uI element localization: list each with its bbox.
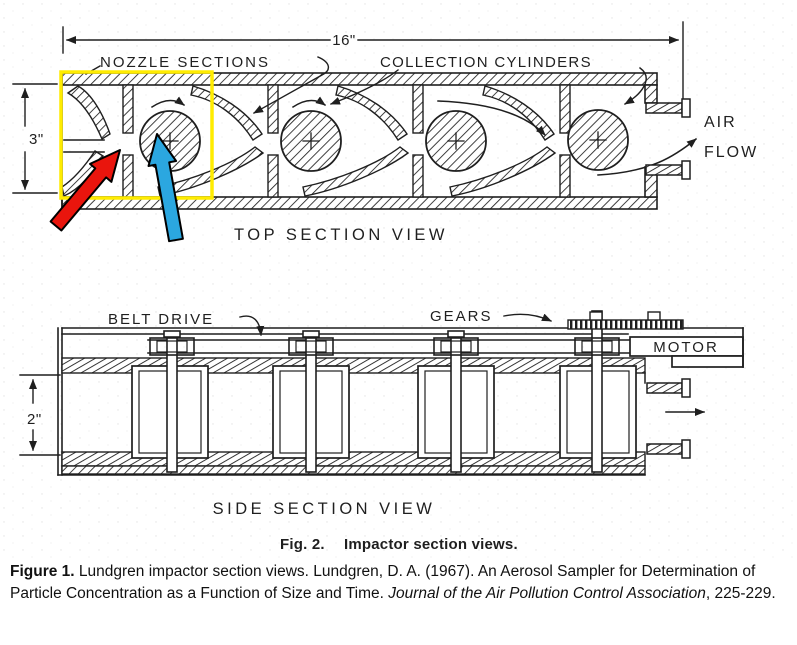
figure-caption-journal: Journal of the Air Pollution Control Ass… [388, 585, 706, 602]
belt-drive-label: BELT DRIVE [108, 311, 214, 328]
yellow-highlight-box [59, 70, 214, 200]
gears-label: GEARS [430, 308, 493, 325]
figure-caption-label: Figure 1. [10, 563, 75, 580]
top-view-duct [61, 72, 658, 210]
motor-label: MOTOR [653, 339, 719, 356]
collection-cylinders-label: COLLECTION CYLINDERS [380, 54, 592, 71]
side-section-view: 2" [19, 308, 744, 518]
figure-caption-text: Lundgren impactor section views. Lundgre… [10, 563, 756, 602]
drive-shafts [163, 310, 603, 473]
top-view-dividers [122, 84, 571, 198]
annotation-overlays [49, 70, 214, 243]
dimension-3in-label: 3" [29, 131, 44, 148]
top-section-view: 16" 3" [12, 21, 758, 244]
cylinder-center-marks [161, 131, 607, 150]
impactor-figure: 16" 3" [0, 0, 797, 560]
gear-strip [567, 311, 684, 330]
length-dimension-16 [62, 21, 684, 101]
belt-pulleys [149, 337, 620, 356]
top-view-outlet [645, 98, 691, 180]
side-view-title: SIDE SECTION VIEW [213, 500, 436, 518]
dimension-16in-label: 16" [332, 32, 356, 49]
side-view-outlet [644, 372, 705, 459]
top-view-title: TOP SECTION VIEW [234, 226, 448, 244]
fig2-label: Fig. 2. [280, 536, 325, 553]
height-dimension-2 [19, 374, 61, 456]
impactor-figure-svg: 16" 3" [0, 0, 797, 560]
air-flow-label-line2: FLOW [704, 144, 758, 161]
motor-housing [629, 327, 744, 368]
height-dimension-3 [12, 83, 58, 194]
figure-caption-pages: , 225-229. [705, 585, 776, 602]
flow-arrows [150, 96, 698, 176]
nozzle-sections-label: NOZZLE SECTIONS [100, 54, 270, 71]
side-view-frame [57, 327, 744, 476]
air-flow-label-line1: AIR [704, 114, 737, 131]
first-nozzle-slot [63, 139, 105, 153]
blue-arrow-annotation [147, 133, 184, 243]
red-arrow-annotation [49, 149, 121, 232]
figure-caption: Figure 1. Lundgren impactor section view… [10, 561, 789, 605]
side-view-leaders [239, 313, 552, 336]
fig2-title: Impactor section views. [344, 536, 518, 553]
dimension-2in-label: 2" [27, 411, 42, 428]
